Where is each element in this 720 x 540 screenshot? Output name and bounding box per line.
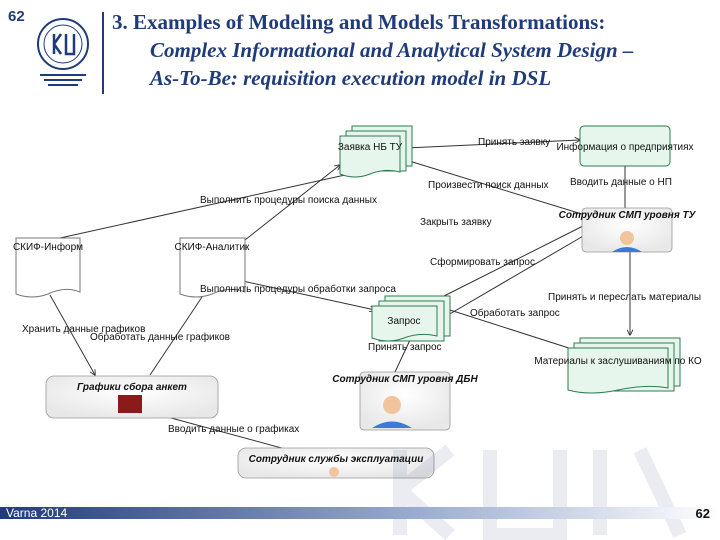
edge-tu-zapros-2: [447, 234, 586, 316]
node-grafiki-label: Графики сбора анкет: [77, 381, 187, 393]
node-sotr-tu-label: Сотрудник СМП уровня ТУ: [559, 210, 697, 221]
edge-label-proizvesti-poisk: Произвести поиск данных: [428, 180, 549, 191]
node-sotr-dbn-label: Сотрудник СМП уровня ДБН: [332, 374, 478, 385]
edge-label-vypolnit-obrabotki: Выполнить процедуры обработки запроса: [200, 283, 396, 295]
university-logo-icon: [37, 18, 89, 86]
edge-label-vvodit-np: Вводить данные о НП: [570, 177, 672, 188]
edge-analitik-zayavka: [244, 165, 340, 241]
edge-label-prinyat-zapros: Принять запрос: [368, 342, 442, 353]
node-zayavka-label: Заявка НБ ТУ: [338, 142, 403, 153]
edge-label-vvodit-grafikah: Вводить данные о графиках: [168, 423, 299, 435]
node-sotr-expl: Сотрудник службы эксплуатации: [237, 447, 435, 479]
edge-grafiki-expl: [159, 414, 301, 454]
node-zayavka: Заявка НБ ТУ: [338, 125, 413, 178]
slide-number-top: 62: [8, 8, 25, 25]
slide-header: 62 3. Examples of Modeling and Models Tr…: [0, 0, 720, 105]
edge-inform-grafiki: [49, 294, 95, 375]
node-zapros: Запрос: [371, 295, 451, 342]
edges: [49, 140, 630, 454]
database-icon: [118, 395, 142, 413]
footer-left-text: Varna 2014: [6, 506, 68, 520]
title-line-3: As-To-Be: requisition execution model in…: [150, 66, 552, 90]
node-skif-inform: СКИФ-Информ: [13, 237, 83, 298]
node-materialy: Материалы к заслушиваниям по КО: [534, 337, 702, 394]
edge-analitik-grafiki: [149, 284, 211, 376]
edge-label-zakryt-zayavku: Закрыть заявку: [420, 217, 492, 228]
edge-zayavka-inform: [59, 174, 346, 239]
dsl-diagram: Заявка НБ ТУ Информация о предприятиях С…: [13, 125, 702, 479]
title-line-1: 3. Examples of Modeling and Models Trans…: [112, 10, 606, 34]
edge-label-prinyat-pereslat: Принять и переслать материалы: [548, 292, 701, 303]
footer-bar: [0, 507, 720, 519]
edge-zayavka-info: [405, 140, 580, 149]
edge-zapros-dbn: [394, 339, 411, 373]
edge-label-obrabotat-zapros: Обработать запрос: [470, 307, 560, 319]
node-grafiki: Графики сбора анкет: [45, 375, 219, 419]
person-icon: [620, 231, 634, 245]
slide-title: 3. Examples of Modeling and Models Trans…: [112, 8, 712, 92]
watermark-logo: [393, 444, 687, 540]
edge-label-obrabotat-grafikov: Обработать данные графиков: [90, 331, 230, 343]
edge-label-vypolnit-poisk: Выполнить процедуры поиска данных: [200, 195, 377, 206]
title-line-2: Complex Informational and Analytical Sys…: [150, 38, 634, 62]
edge-label-hranit-dannye: Хранить данные графиков: [22, 323, 145, 335]
person-icon: [383, 396, 401, 414]
node-materialy-label: Материалы к заслушиваниям по КО: [534, 356, 701, 367]
node-info-predpr-label: Информация о предприятиях: [556, 141, 693, 153]
node-sotr-tu: Сотрудник СМП уровня ТУ: [559, 207, 697, 253]
edge-zapros-materialy: [449, 309, 576, 351]
node-sotr-expl-label: Сотрудник службы эксплуатации: [249, 453, 424, 465]
person-icon: [329, 467, 339, 477]
footer-page-number: 62: [695, 506, 710, 521]
header-divider: [102, 12, 104, 94]
edge-tu-zapros-1: [439, 224, 586, 299]
edge-label-prinyat-zayavku: Принять заявку: [478, 137, 550, 148]
edge-label-sformirovat-zapros: Сформировать запрос: [430, 256, 535, 268]
node-skif-inform-label: СКИФ-Информ: [13, 241, 83, 253]
node-info-predpr: Информация о предприятиях: [556, 125, 694, 167]
node-zapros-label: Запрос: [387, 316, 420, 327]
node-skif-analitik: СКИФ-Аналитик: [175, 237, 251, 298]
node-skif-analitik-label: СКИФ-Аналитик: [175, 242, 251, 253]
edge-zayavka-tu: [405, 159, 586, 216]
node-sotr-dbn: Сотрудник СМП уровня ДБН: [332, 371, 478, 431]
